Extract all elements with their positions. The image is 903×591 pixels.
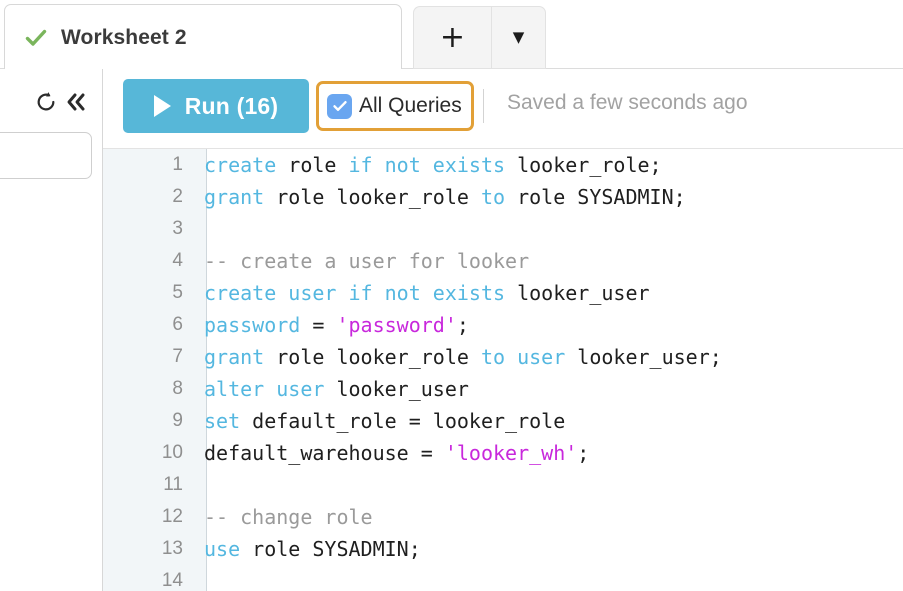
code-token: looker_user [324,377,469,401]
line-code[interactable]: grant role looker_role to role SYSADMIN; [195,185,686,209]
code-token: role looker_role [264,345,481,369]
code-token: to user [480,345,566,369]
code-token: create user [204,281,337,305]
plus-icon: + [439,19,466,55]
code-line[interactable]: 1 create role if not exists looker_role; [103,149,903,181]
code-line[interactable]: 7 grant role looker_role to user looker_u… [103,341,903,373]
line-number: 13 [161,538,183,559]
code-token: set [204,409,241,433]
line-number: 5 [172,282,183,303]
line-code[interactable]: -- create a user for looker [195,249,529,273]
checkbox-checked-icon [327,93,352,119]
code-token: = [300,313,337,337]
code-token: grant [204,185,265,209]
refresh-icon[interactable] [31,87,61,117]
code-token: grant [204,345,265,369]
line-code[interactable]: create user if not exists looker_user [195,281,650,305]
code-token: if not exists [348,153,506,177]
worksheet-menu-button[interactable]: ▼ [491,6,546,69]
line-number: 10 [161,442,183,463]
code-token: 'password' [336,313,457,337]
code-token [336,281,348,305]
code-token: looker_user; [565,345,722,369]
code-token: use [204,537,241,561]
line-number: 7 [172,346,183,367]
code-line[interactable]: 5 create user if not exists looker_user [103,277,903,309]
worksheet-toolbar: Run (16) All Queries Saved a few seconds… [103,69,903,149]
line-number: 14 [161,570,183,591]
double-chevron-left-icon[interactable] [61,87,91,117]
code-line[interactable]: 9 set default_role = looker_role [103,405,903,437]
sidebar-icon-row [0,82,103,122]
editor-gutter [103,149,207,591]
line-code[interactable]: set default_role = looker_role [195,409,565,433]
code-token: 'looker_wh' [444,441,578,465]
code-line[interactable]: 3 [103,213,903,245]
code-token: default_role = looker_role [240,409,566,433]
saved-status-text: Saved a few seconds ago [507,91,748,114]
code-token: role SYSADMIN; [505,185,686,209]
code-token: create [204,153,277,177]
editor-code-lines[interactable]: 1 create role if not exists looker_role; 2… [103,149,903,591]
left-sidebar-panel [0,69,103,591]
code-token: to [480,185,506,209]
all-queries-checkbox[interactable]: All Queries [316,81,474,131]
code-line[interactable]: 10 default_warehouse = 'looker_wh'; [103,437,903,469]
code-line[interactable]: 4 -- create a user for looker [103,245,903,277]
line-number: 3 [172,218,183,239]
add-worksheet-button[interactable]: + [413,6,491,69]
line-code[interactable]: default_warehouse = 'looker_wh'; [195,441,589,465]
code-token: looker_user [505,281,650,305]
code-token: ; [456,313,469,337]
line-number: 1 [172,154,183,175]
code-token: alter user [204,377,325,401]
run-button-label: Run (16) [184,92,279,119]
code-token: password [204,313,301,337]
code-token: if not exists [348,281,506,305]
code-token: ; [577,441,590,465]
line-number: 12 [161,506,183,527]
sidebar-search-input[interactable] [0,132,92,179]
toolbar-separator [483,89,484,123]
chevron-down-icon: ▼ [512,28,525,46]
line-code[interactable]: -- change role [195,505,373,529]
all-queries-label: All Queries [359,94,462,117]
line-number: 11 [163,474,183,495]
worksheet-tab-active[interactable]: Worksheet 2 [4,4,402,70]
code-token: default_warehouse = [204,441,445,465]
line-code[interactable]: create role if not exists looker_role; [195,153,662,177]
line-number: 6 [172,314,183,335]
code-line[interactable]: 11 [103,469,903,501]
play-icon [153,95,171,117]
line-number: 2 [172,186,183,207]
line-number: 8 [172,378,183,399]
code-line[interactable]: 6 password = 'password'; [103,309,903,341]
sql-editor[interactable]: 1 create role if not exists looker_role; 2… [103,149,903,591]
line-number: 4 [172,250,183,271]
code-token: -- create a user for looker [204,249,530,273]
run-button[interactable]: Run (16) [123,79,309,133]
code-token: role [276,153,349,177]
line-code[interactable]: use role SYSADMIN; [195,537,421,561]
code-line[interactable]: 8 alter user looker_user [103,373,903,405]
code-line[interactable]: 13 use role SYSADMIN; [103,533,903,565]
code-token: looker_role; [505,153,662,177]
line-code[interactable]: password = 'password'; [195,313,469,337]
worksheet-tab-title: Worksheet 2 [61,25,187,49]
code-token: -- change role [204,505,373,529]
code-token: role looker_role [264,185,481,209]
code-token: role SYSADMIN; [240,537,421,561]
line-code[interactable]: grant role looker_role to user looker_us… [195,345,722,369]
code-line[interactable]: 2 grant role looker_role to role SYSADMIN… [103,181,903,213]
line-number: 9 [172,410,183,431]
worksheet-tab-strip: Worksheet 2 + ▼ [0,0,903,70]
code-line[interactable]: 12 -- change role [103,501,903,533]
code-line[interactable]: 14 [103,565,903,591]
sidebar-divider [102,69,103,591]
line-code[interactable]: alter user looker_user [195,377,469,401]
check-icon [25,27,47,49]
